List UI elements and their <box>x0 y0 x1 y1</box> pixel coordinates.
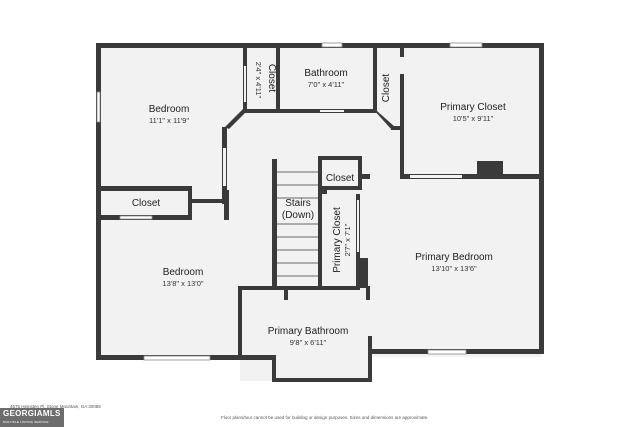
bedroom-bottom-dims: 13'8" x 13'0" <box>162 279 203 288</box>
floorplan-disclaimer: Floor plans/tour cannot be used for buil… <box>221 415 429 420</box>
primary-bedroom-name: Primary Bedroom <box>415 252 493 263</box>
primary-closet-vertical-name: Primary Closet <box>332 207 343 273</box>
closet-vertical-name: Closet <box>381 74 392 103</box>
bedroom-bottom-name: Bedroom <box>163 267 204 278</box>
stairs-name-line1: Stairs <box>285 198 311 209</box>
logo-subtext: MULTIPLE LISTING SERVICE <box>3 420 49 424</box>
listing-address: 4575 Heinsten Pl, Stone Mountain, GA 300… <box>10 404 101 409</box>
closet-center-name: Closet <box>326 173 355 184</box>
window-primary-closet <box>449 42 483 48</box>
closet-small-name: Closet <box>266 64 277 93</box>
bathroom-name: Bathroom <box>304 68 347 79</box>
primary-closet-vertical-dims: 2'7" x 7'1" <box>343 223 352 256</box>
window-closet-left <box>119 215 153 220</box>
windows <box>96 42 483 361</box>
primary-closet-dims: 10'5" x 9'11" <box>453 114 494 123</box>
georgia-mls-logo: GEORGIAMLS MULTIPLE LISTING SERVICE <box>0 408 64 427</box>
closet-left-name: Closet <box>132 198 161 209</box>
bedroom-top-dims: 11'1" x 11'9" <box>149 116 189 125</box>
logo-text: GEORGIAMLS <box>3 409 61 418</box>
window-left-top <box>96 91 101 123</box>
floor-fills <box>98 45 542 381</box>
primary-bedroom-dims: 13'10" x 13'6" <box>431 264 477 273</box>
primary-bathroom-name: Primary Bathroom <box>268 326 349 337</box>
window-bathroom <box>321 42 343 48</box>
primary-bathroom-dims: 9'8" x 6'11" <box>290 338 327 347</box>
window-bedroom-bottom <box>143 355 211 361</box>
stair-treads <box>277 171 318 277</box>
bedroom-top-name: Bedroom <box>149 104 190 115</box>
stairs-name-line2: (Down) <box>282 210 314 221</box>
door-openings <box>223 57 462 336</box>
window-primary-bedroom <box>427 349 467 355</box>
closet-small-dims: 2'4" x 4'11" <box>254 62 263 99</box>
primary-closet-name: Primary Closet <box>440 102 506 113</box>
bathroom-dims: 7'0" x 4'11" <box>308 80 345 89</box>
